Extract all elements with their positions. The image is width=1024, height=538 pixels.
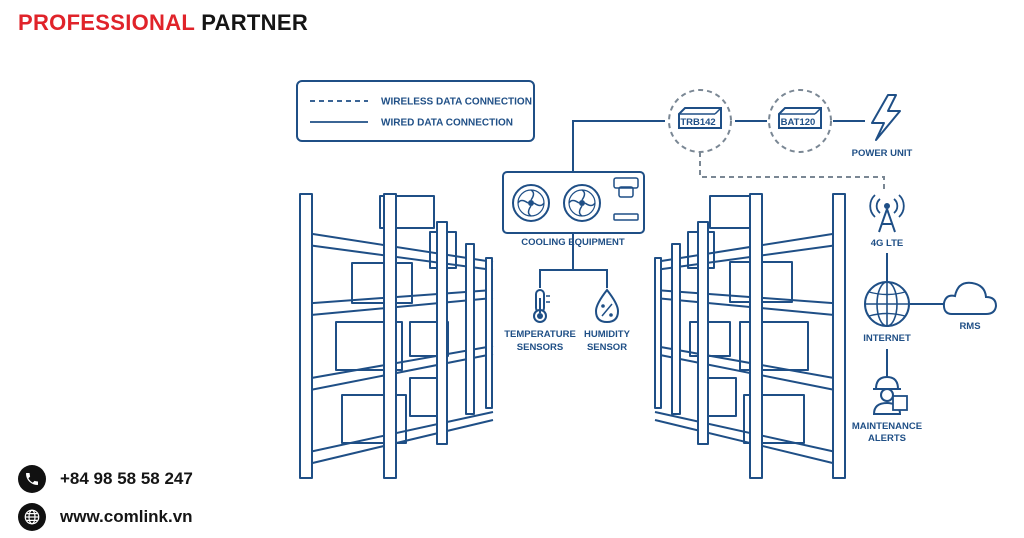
thermometer-icon: [533, 289, 550, 323]
shelving-right: [654, 193, 846, 479]
legend-wired-label: WIRED DATA CONNECTION: [381, 118, 513, 129]
website-link[interactable]: www.comlink.vn: [60, 507, 193, 526]
brand-word-professional: PROFESSIONAL: [18, 10, 195, 35]
brand-title: PROFESSIONAL PARTNER: [18, 10, 308, 36]
temperature-label-line2: SENSORS: [517, 342, 563, 353]
contact-website: www.comlink.vn: [18, 503, 193, 531]
rms-label: RMS: [959, 321, 980, 332]
maintenance-label-line1: MAINTENANCE: [852, 421, 922, 432]
temperature-label-line1: TEMPERATURE: [504, 329, 576, 340]
fan-icon-left: [512, 184, 550, 222]
humidity-label-line1: HUMIDITY: [584, 329, 631, 340]
lte-tower: 4G LTE: [869, 194, 905, 249]
cooling-equipment: COOLING EQUIPMENT: [502, 171, 645, 248]
router-trb142: TRB142: [668, 89, 732, 153]
connections: [539, 120, 944, 377]
fan-icon-right: [563, 184, 601, 222]
router-label: TRB142: [680, 117, 715, 128]
internet-globe: INTERNET: [863, 281, 911, 344]
antenna-icon: [869, 194, 905, 233]
battery-bat120: BAT120: [768, 89, 832, 153]
humidity-label-line2: SENSOR: [587, 342, 627, 353]
rms-cloud: RMS: [942, 281, 998, 332]
cooling-label: COOLING EQUIPMENT: [521, 237, 625, 248]
phone-icon: [18, 465, 46, 493]
humidity-sensor: HUMIDITY SENSOR: [584, 288, 631, 353]
lte-label: 4G LTE: [871, 238, 904, 249]
technician-icon: [872, 375, 908, 415]
shelving-left: [299, 193, 494, 479]
temperature-sensors: TEMPERATURE SENSORS: [504, 289, 576, 353]
water-drop-icon: [594, 288, 620, 324]
internet-label: INTERNET: [863, 333, 911, 344]
power-unit-label: POWER UNIT: [852, 148, 913, 159]
globe-icon: [864, 281, 910, 327]
globe-icon: [18, 503, 46, 531]
lightning-icon: [871, 94, 901, 141]
phone-number[interactable]: +84 98 58 58 247: [60, 469, 193, 488]
battery-label: BAT120: [781, 117, 816, 128]
maintenance-label-line2: ALERTS: [868, 433, 906, 444]
power-unit: POWER UNIT: [852, 94, 913, 159]
maintenance-alerts: MAINTENANCE ALERTS: [852, 375, 922, 444]
brand-word-partner: PARTNER: [201, 10, 309, 35]
cloud-icon: [942, 281, 998, 315]
contact-phone: +84 98 58 58 247: [18, 465, 193, 493]
legend-box: WIRELESS DATA CONNECTION WIRED DATA CONN…: [296, 80, 535, 142]
legend-wireless-label: WIRELESS DATA CONNECTION: [381, 97, 532, 108]
